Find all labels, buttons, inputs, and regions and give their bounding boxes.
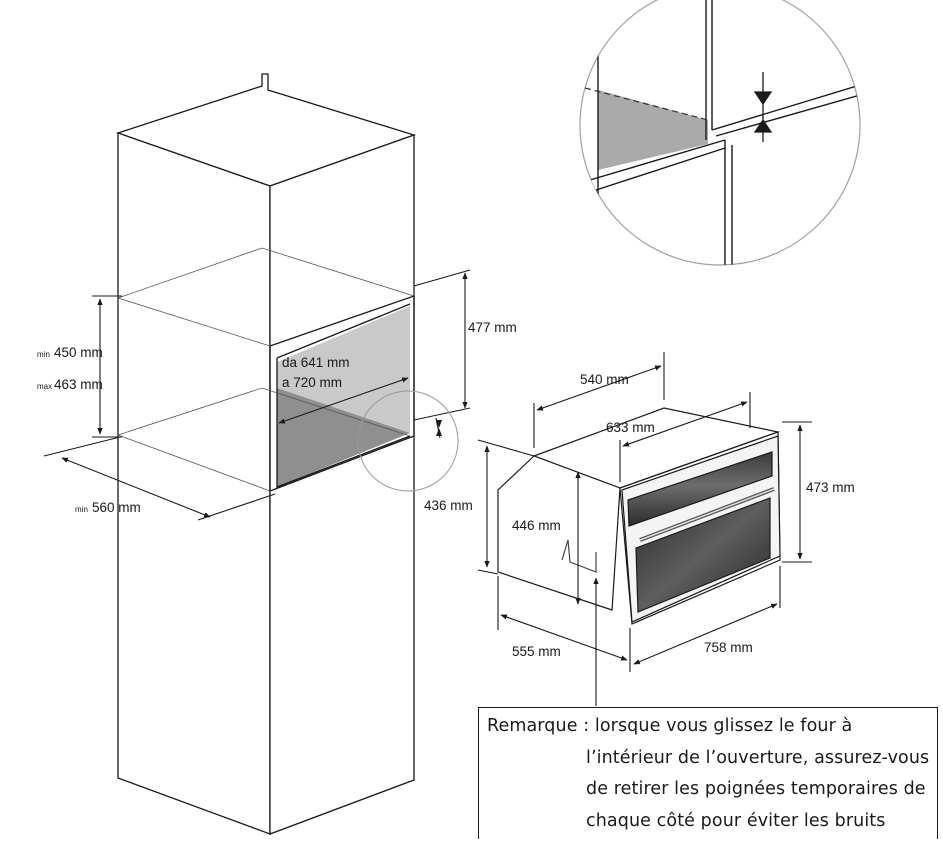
detail-magnifier: [579, 0, 861, 266]
cabinet-height-dimension: [92, 295, 122, 438]
cabinet-height-min-prefix: min: [37, 350, 50, 359]
cabinet-opening-outline: [117, 247, 415, 492]
oven-depth-top-label: 540 mm: [580, 372, 629, 387]
cabinet-height-min-label: 450 mm: [54, 345, 103, 360]
note-line-1: Remarque : lorsque vous glissez le four …: [487, 716, 853, 736]
cabinet-depth-dimension: [278, 377, 409, 424]
cabinet-width-label: 560 mm: [92, 500, 141, 515]
oven-front-height-label: 473 mm: [806, 480, 855, 495]
cabinet-width-prefix: min: [75, 505, 88, 514]
tall-cabinet: [115, 73, 417, 835]
oven-dimension-lines: [477, 352, 812, 706]
oven-side-height-label: 436 mm: [424, 498, 473, 513]
note-line-3: de retirer les poignées temporaires de: [586, 779, 926, 799]
cabinet-width-dimension: [43, 436, 276, 521]
cabinet-depth-label-line2: a 720 mm: [282, 375, 342, 390]
oven-width-top-label: 633 mm: [606, 420, 655, 435]
oven-body-height-label: 446 mm: [512, 518, 561, 533]
installation-note-box: Remarque : lorsque vous glissez le four …: [478, 707, 938, 839]
front-opening-height-label: 477 mm: [468, 320, 517, 335]
front-opening-height-dimension: [413, 269, 471, 439]
cabinet-height-max-prefix: max: [37, 382, 52, 391]
oven-front-width-label: 758 mm: [704, 640, 753, 655]
cabinet-height-max-label: 463 mm: [54, 377, 103, 392]
note-line-2: l’intérieur de l’ouverture, assurez-vous: [586, 747, 930, 768]
note-line-4: chaque côté pour éviter les bruits: [586, 810, 886, 831]
oven-side-depth-label: 555 mm: [512, 644, 561, 659]
detail-marker-circle: [357, 390, 459, 492]
cabinet-depth-label-line1: da 641 mm: [282, 355, 350, 370]
